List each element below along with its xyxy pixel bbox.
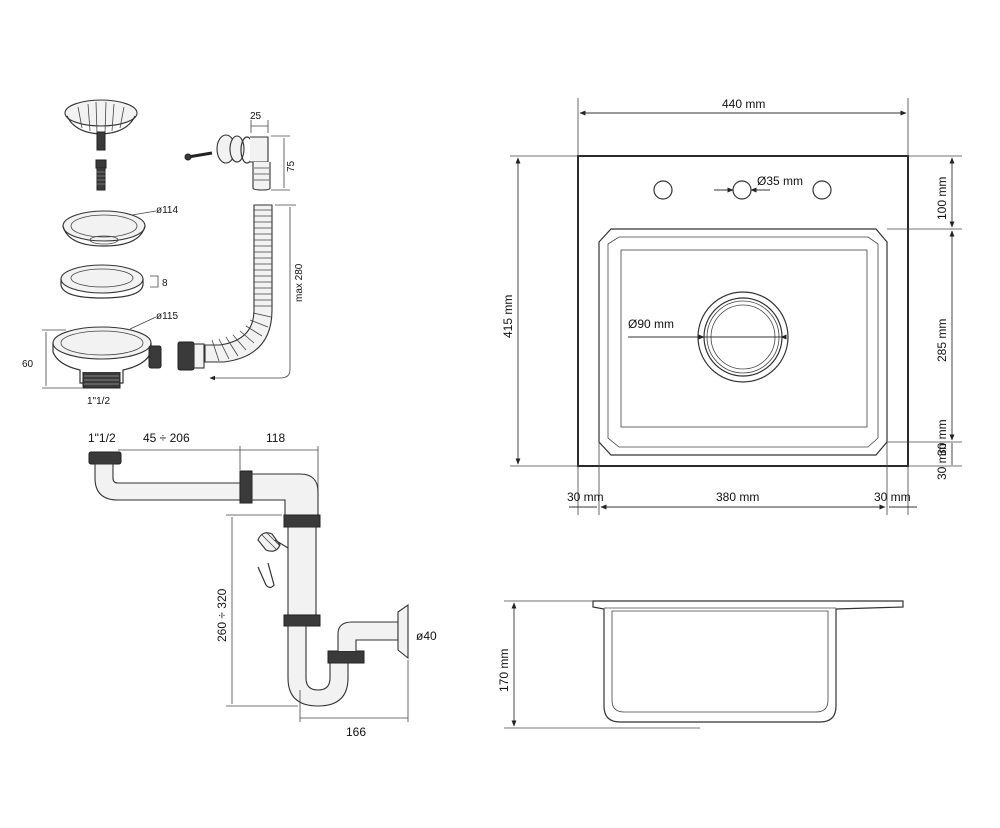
height-label: 415 mm xyxy=(501,295,515,338)
siphon-arm xyxy=(94,463,241,501)
sink-profile xyxy=(592,600,904,723)
body-dia-label: ø115 xyxy=(156,311,178,322)
bottom-margin-label: 30 mm xyxy=(935,443,949,480)
overflow-port xyxy=(148,345,162,369)
siphon-offset-label: 118 xyxy=(266,431,285,445)
tap-hole-label: Ø35 mm xyxy=(757,174,803,188)
tap-hole-right xyxy=(812,180,832,200)
flange-dia-label: ø114 xyxy=(156,205,178,216)
right-margin-label: 30 mm xyxy=(874,490,911,504)
siphon-inlet-label: 1"1/2 xyxy=(88,431,116,445)
inner-rim-label: 30 mm xyxy=(935,419,949,456)
siphon-length-label: 166 xyxy=(346,725,366,739)
tap-hole-center xyxy=(732,180,752,200)
strainer-body xyxy=(52,326,152,360)
drain-label: Ø90 mm xyxy=(628,317,674,331)
overflow-width-label: 25 xyxy=(250,111,262,122)
bowl-inner-rim xyxy=(607,236,879,448)
siphon-inlet-nut xyxy=(88,451,122,465)
gasket-label: 8 xyxy=(162,278,168,289)
hose-length-label: max 280 xyxy=(294,263,305,302)
left-margin-label: 30 mm xyxy=(567,490,604,504)
sink-profile-inner xyxy=(611,610,829,713)
strainer-kit: ø114 8 ø115 60 1"1/2 25 xyxy=(22,99,305,407)
overflow-height-label: 75 xyxy=(286,160,297,172)
sink-top-view: Ø35 mm Ø90 mm 440 mm 415 mm 100 mm 285 m… xyxy=(501,97,962,515)
sink-outline xyxy=(577,155,909,467)
sink-side-view: 170 mm xyxy=(497,600,904,729)
strainer-basket xyxy=(64,99,138,127)
siphon-riser xyxy=(287,526,317,616)
depth-label: 170 mm xyxy=(497,649,511,692)
width-label: 440 mm xyxy=(722,97,765,111)
bowl-floor xyxy=(620,249,868,428)
tap-hole-left xyxy=(653,180,673,200)
strainer-screw xyxy=(95,159,107,169)
siphon-riser-nut xyxy=(283,514,321,528)
overflow-hose xyxy=(204,204,273,363)
strainer-flange xyxy=(62,210,146,242)
siphon-arm-nut xyxy=(239,470,253,504)
siphon-assembly: 1"1/2 45 ÷ 206 118 ø40 260 ÷ 320 xyxy=(88,431,437,739)
top-margin-label: 100 mm xyxy=(935,177,949,220)
body-height-label: 60 xyxy=(22,359,34,370)
siphon-outlet xyxy=(397,603,409,660)
bowl-height-label: 285 mm xyxy=(935,319,949,362)
outlet-dia-label: ø40 xyxy=(416,629,437,643)
siphon-height-label: 260 ÷ 320 xyxy=(215,588,229,642)
bowl-rim xyxy=(598,228,888,456)
hose-nut xyxy=(177,341,195,371)
overflow-body xyxy=(250,136,269,163)
thread-label: 1"1/2 xyxy=(87,396,110,407)
siphon-extension-label: 45 ÷ 206 xyxy=(143,431,190,445)
overflow-bolt xyxy=(187,151,213,159)
appliance-connector xyxy=(257,532,289,552)
bowl-width-label: 380 mm xyxy=(716,490,759,504)
